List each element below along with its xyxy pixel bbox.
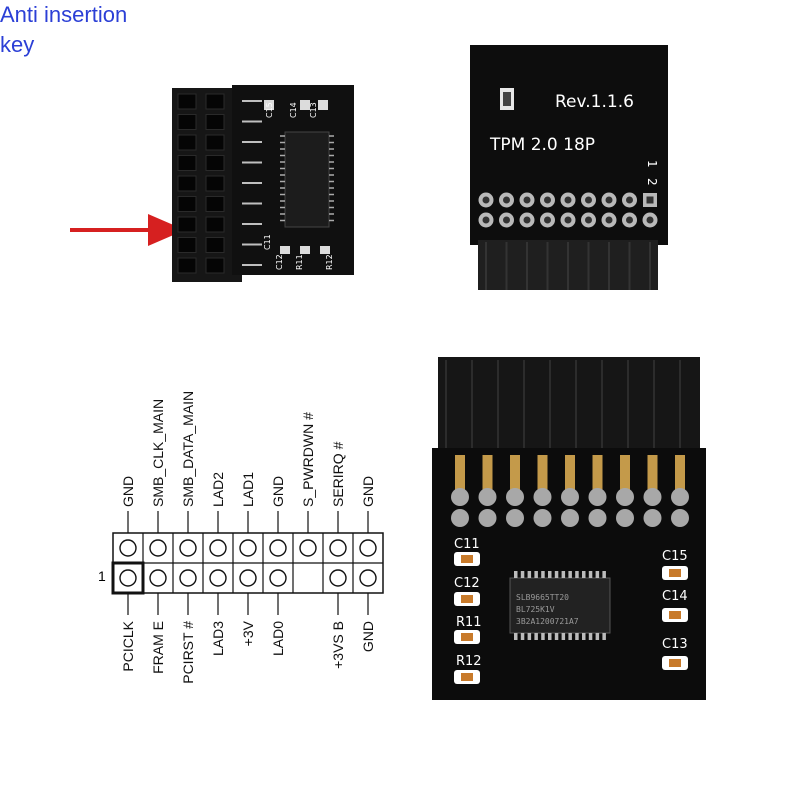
silk-c14: C14	[289, 102, 298, 118]
chip-line-1: SLB9665TT20	[516, 593, 569, 602]
pin-circle	[329, 539, 347, 557]
gold-pin	[620, 455, 630, 495]
solder-pad	[616, 509, 634, 527]
pin-circle	[209, 539, 227, 557]
header-hole	[177, 257, 197, 274]
pin-circle	[359, 539, 377, 557]
solder-pad	[533, 509, 552, 527]
gold-pin	[455, 455, 465, 495]
pin-mark-1: 1	[645, 160, 659, 168]
gold-pin	[510, 455, 520, 495]
header-hole	[205, 155, 225, 171]
pin-circle	[179, 539, 197, 557]
gold-pin	[647, 455, 658, 495]
chip-line-2: BL725K1V	[516, 605, 555, 614]
gold-pin	[675, 455, 685, 495]
solder-pad	[671, 509, 689, 527]
header-hole	[205, 216, 225, 233]
header-hole	[205, 114, 225, 130]
callout-line-1: Anti insertion	[0, 2, 128, 27]
solder-pad	[643, 509, 662, 527]
header-hole	[205, 196, 225, 212]
pin-circle	[179, 569, 197, 587]
solder-pad	[506, 509, 524, 527]
callout-line-2: key	[0, 32, 35, 57]
pin-mark-2: 2	[645, 178, 659, 186]
gold-pin	[592, 455, 603, 495]
silk-c12: C12	[275, 254, 284, 270]
solder-pad	[533, 488, 552, 506]
pin-circle	[239, 539, 257, 557]
pin-circle	[299, 539, 317, 557]
pin-circle	[119, 539, 137, 557]
gold-pin	[565, 455, 575, 495]
header-hole	[205, 175, 225, 192]
pin-circle	[359, 569, 377, 587]
header-hole	[177, 196, 197, 212]
pin-circle	[119, 569, 137, 587]
solder-pad	[616, 488, 634, 506]
board-title-text: TPM 2.0 18P	[489, 135, 595, 155]
solder-pad	[451, 509, 469, 527]
solder-pad	[506, 488, 524, 506]
pin-circle	[149, 539, 167, 557]
gold-pin	[537, 455, 548, 495]
header-hole	[205, 134, 225, 151]
header-hole	[177, 134, 197, 151]
silk-r11: R11	[295, 254, 304, 270]
silk-r12: R12	[325, 254, 334, 270]
silk-c14: C14	[662, 589, 688, 604]
row-number-label: 1	[98, 568, 106, 584]
pin-circle	[329, 569, 347, 587]
chip-line-3: 3B2A1200721A7	[516, 617, 579, 626]
gold-pin	[482, 455, 493, 495]
header-hole	[177, 155, 197, 171]
header-hole	[205, 237, 225, 253]
header-hole	[177, 93, 197, 110]
pin-circle	[269, 569, 287, 587]
silk-c15: C15	[662, 549, 688, 564]
silk-c11: C11	[263, 234, 272, 250]
anti-insertion-callout: Anti insertion key	[0, 0, 800, 60]
solder-pad	[671, 488, 689, 506]
solder-pad	[561, 509, 579, 527]
silk-c11: C11	[454, 537, 480, 552]
solder-pad	[643, 488, 662, 506]
silk-c13: C13	[662, 637, 688, 652]
header-hole	[205, 257, 225, 274]
solder-pad	[451, 488, 469, 506]
silk-r12: R12	[456, 654, 482, 669]
pin-circle	[149, 569, 167, 587]
solder-pad	[588, 509, 607, 527]
header-hole	[177, 216, 197, 233]
header-hole	[177, 175, 197, 192]
solder-pad	[588, 488, 607, 506]
header-hole	[177, 237, 197, 253]
pin-circle	[239, 569, 257, 587]
silk-c15: C15	[265, 102, 274, 118]
pin-circle	[269, 539, 287, 557]
revision-text: Rev.1.1.6	[555, 92, 634, 112]
header-hole	[177, 114, 197, 130]
header-hole	[205, 93, 225, 110]
silk-r11: R11	[456, 615, 482, 630]
solder-pad	[478, 509, 497, 527]
solder-pad	[478, 488, 497, 506]
silk-c13: C13	[309, 102, 318, 118]
solder-pad	[561, 488, 579, 506]
pin-circle	[209, 569, 227, 587]
silk-c12: C12	[454, 576, 480, 591]
